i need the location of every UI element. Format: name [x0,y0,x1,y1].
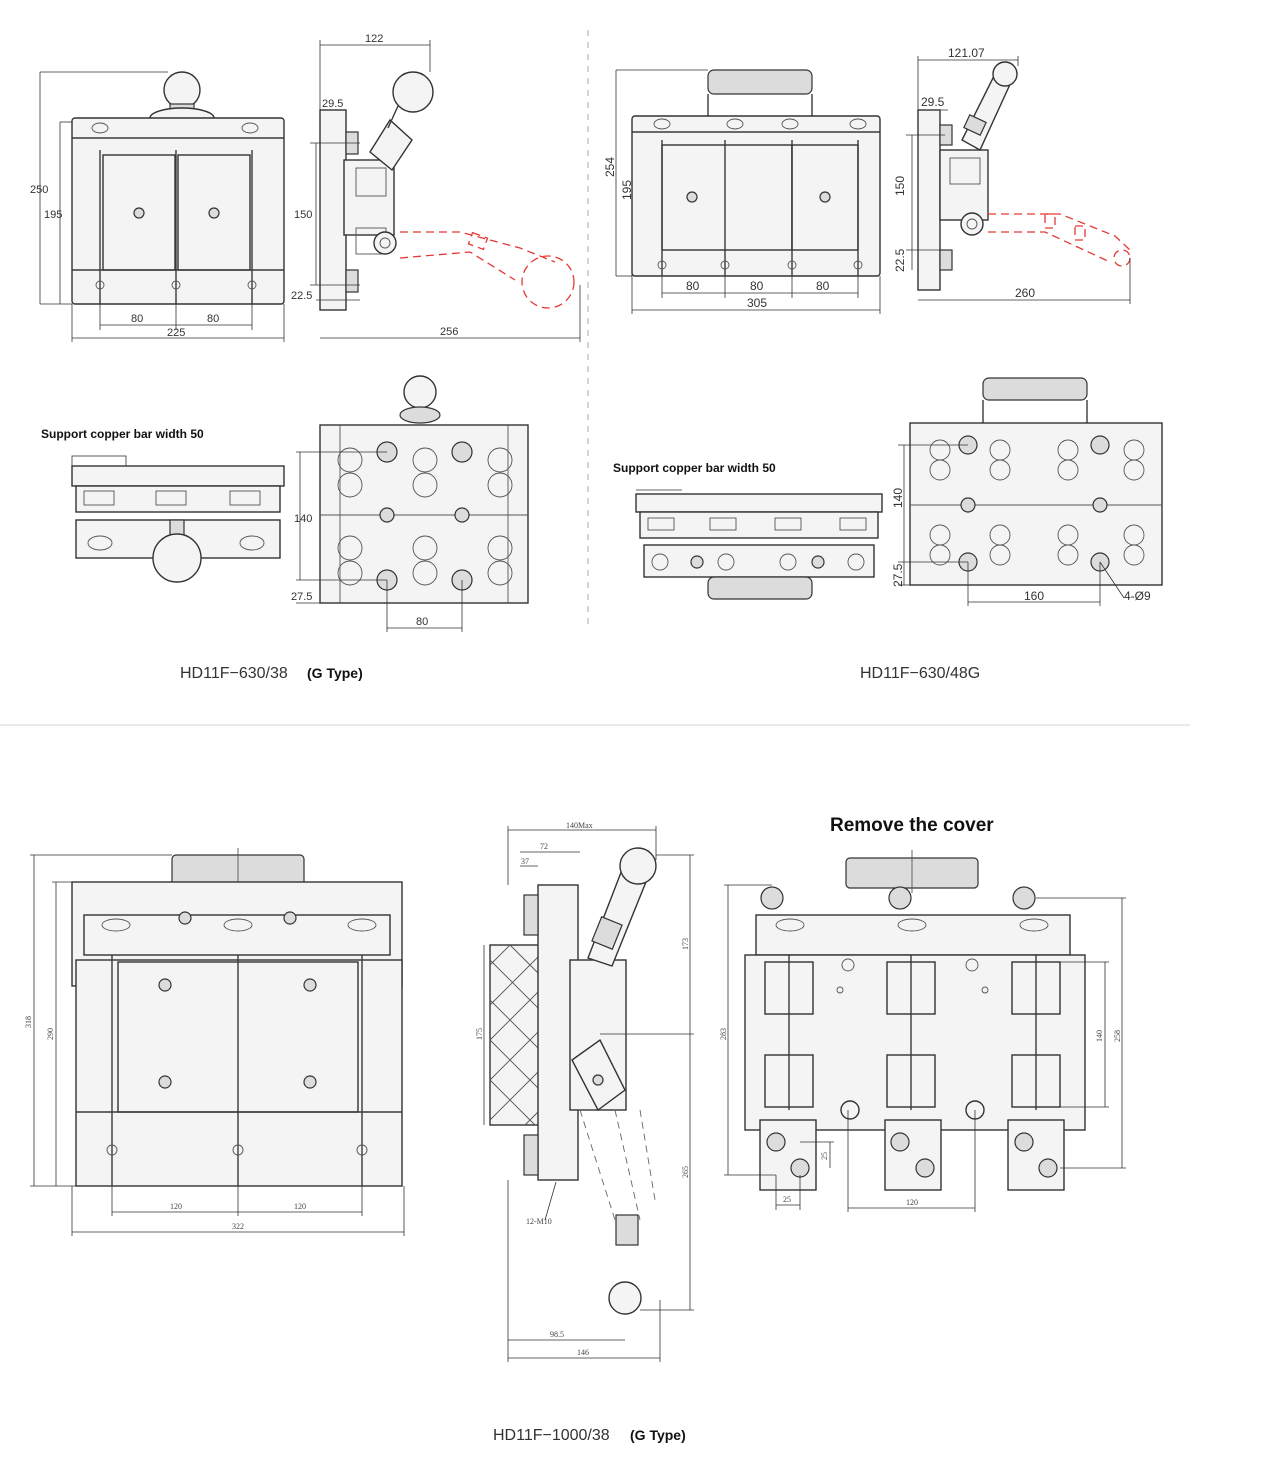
bt-front-dimensions [30,854,405,1236]
bt-dim-side-bolt: 12-M10 [526,1217,552,1226]
tl-front-view [71,71,285,305]
tr-side-view [917,61,1131,291]
tl-base-dimensions [296,451,463,632]
bt-heading-remove-cover: Remove the cover [830,815,994,836]
bt-dim-inner-283: 283 [719,1028,728,1040]
tr-side-dimensions [906,56,1131,304]
bt-dim-inner-25a: 25 [783,1195,791,1204]
bt-dim-inner-258: 258 [1113,1030,1122,1042]
tl-side-view [319,71,575,311]
tl-dim-side-top: 122 [365,33,383,45]
tr-dim-side-offset: 29.5 [921,95,945,109]
tr-dim-base-height: 140 [891,488,905,508]
tl-top-view [71,455,285,583]
bt-caption-model: HD11F−1000/38 [493,1427,610,1444]
tr-caption-model: HD11F−630/48G [860,665,980,682]
tl-dim-width-overall: 225 [167,327,185,339]
tr-note-copper-bar: Support copper bar width 50 [613,461,776,475]
tr-dim-height-overall: 254 [603,157,617,177]
bt-dim-side-265: 265 [681,1166,690,1178]
tl-caption-model: HD11F−630/38 [180,665,288,682]
tr-dim-height-body: 195 [620,180,634,200]
tr-dim-pitch-2: 80 [750,279,764,293]
tr-dim-pitch-3: 80 [816,279,830,293]
bt-dim-side-98: 98.5 [550,1330,564,1339]
tl-side-dimensions [310,40,581,342]
tr-dim-base-bottom: 27.5 [891,563,905,587]
tr-base-view [909,377,1163,586]
tr-dim-side-bottom: 22.5 [893,248,907,272]
bt-dim-side-175: 175 [475,1028,484,1040]
bt-dim-side-173: 173 [681,938,690,950]
tl-dim-pitch-2: 80 [207,313,219,325]
tr-dim-side-height: 150 [893,176,907,196]
tr-base-dimensions [898,444,1125,606]
bt-dim-side-146: 146 [577,1348,589,1357]
tl-caption-type: (G Type) [307,665,363,681]
bt-dim-inner-25b: 25 [820,1152,829,1160]
tl-dim-base-pitch: 80 [416,616,428,628]
bt-dim-front-width: 322 [232,1222,244,1231]
tl-front-dimensions [39,71,285,342]
bt-side-dimensions [483,826,694,1362]
bt-dim-front-pitch-1: 120 [170,1202,182,1211]
tl-note-copper-bar: Support copper bar width 50 [41,427,204,441]
tr-front-dimensions [615,69,881,314]
bt-dim-inner-140: 140 [1095,1030,1104,1042]
tl-dim-height-overall: 250 [30,184,48,196]
bt-dim-front-height-body: 290 [46,1028,55,1040]
bt-dim-side-72: 72 [540,842,548,851]
tl-dim-side-height: 150 [294,209,312,221]
tr-front-view [631,69,881,277]
tl-base-view [319,375,529,604]
tr-top-view [635,489,883,600]
bt-dim-inner-120: 120 [906,1198,918,1207]
bt-open-view [744,850,1086,1191]
tr-dim-width-overall: 305 [747,296,767,310]
tl-dim-side-depth: 256 [440,326,458,338]
bt-side-view [489,847,657,1315]
tr-dim-side-depth: 260 [1015,286,1035,300]
tl-dim-height-body: 195 [44,209,62,221]
bt-open-dimensions [724,884,1126,1212]
tr-dim-holes: 4-Ø9 [1124,589,1151,603]
tr-dim-base-pitch: 160 [1024,589,1044,603]
tl-dim-pitch-1: 80 [131,313,143,325]
tl-dim-base-bottom: 27.5 [291,591,312,603]
bt-dim-front-height-overall: 318 [24,1016,33,1028]
tr-dim-side-top: 121.07 [948,46,985,60]
bt-caption-type: (G Type) [630,1427,686,1443]
bt-dim-side-top: 140Max [566,821,593,830]
bt-front-view [71,848,403,1187]
tl-dim-side-offset: 29.5 [322,98,343,110]
tl-dim-base-height: 140 [294,513,312,525]
tl-dim-side-bottom: 22.5 [291,290,312,302]
bt-dim-side-37: 37 [521,857,529,866]
tr-dim-pitch-1: 80 [686,279,700,293]
bt-dim-front-pitch-2: 120 [294,1202,306,1211]
